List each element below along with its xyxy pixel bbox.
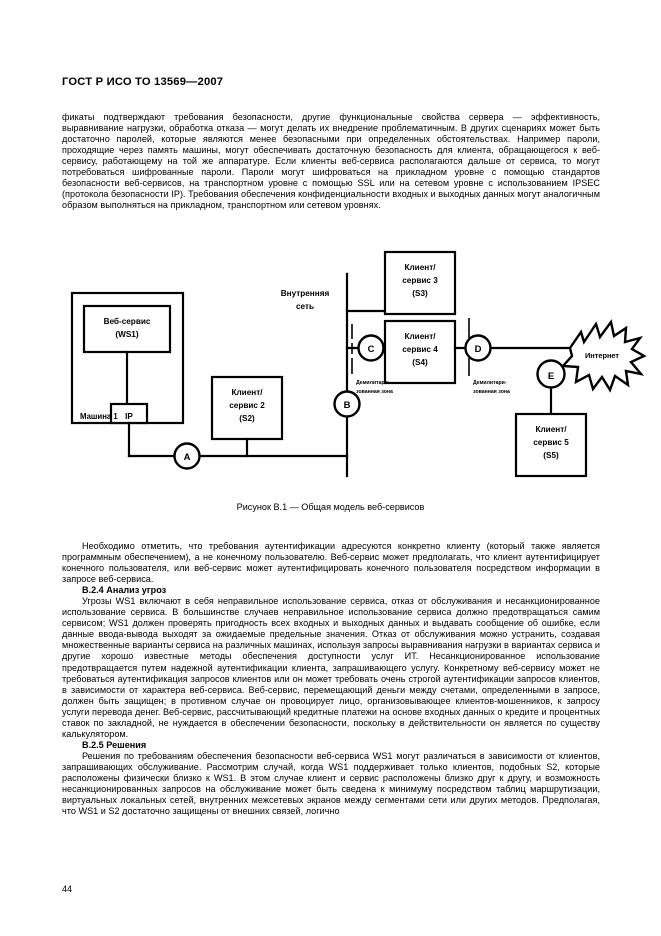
paragraph-solutions: Решения по требованиям обеспечения безоп… <box>62 750 600 817</box>
client3-box <box>383 250 457 316</box>
internal-network-label-line1: Внутренняя <box>281 289 330 298</box>
client3-label-line2: сервис 3 <box>402 276 438 285</box>
dmz-left-label-line1: Демилитари- <box>356 380 390 386</box>
section-heading-b24: В.2.4 Анализ угроз <box>82 585 167 596</box>
figure-web-services-model: Машина 1 IP Веб-сервис (WS1) Клиент/ сер… <box>0 238 661 488</box>
tap-c-circle <box>357 334 385 362</box>
client2-label-line1: Клиент/ <box>231 388 263 397</box>
client5-label-line1: Клиент/ <box>535 425 567 434</box>
tap-e-label: E <box>548 371 554 382</box>
client5-label-line3: (S5) <box>543 451 559 460</box>
internal-network-label-line2: сеть <box>296 302 314 311</box>
internet-label: Интернет <box>585 351 619 360</box>
page-number: 44 <box>62 884 73 894</box>
tap-a-circle <box>173 442 201 470</box>
internet-starburst <box>560 319 647 393</box>
dmz-right-label-line1: Демилитари- <box>473 380 507 386</box>
client2-box <box>210 375 284 441</box>
client5-label-line2: сервис 5 <box>533 438 569 447</box>
client3-label-line1: Клиент/ <box>404 263 436 272</box>
client5-box <box>514 412 588 478</box>
webservice-label-line1: Веб-сервис <box>104 316 151 326</box>
tap-d-label: D <box>475 344 482 355</box>
client2-label-line3: (S2) <box>239 414 255 423</box>
bottom-text-block: Необходимо отметить, что требования ауте… <box>62 541 600 817</box>
client4-label-line3: (S4) <box>412 358 428 367</box>
webservice-label-line2: (WS1) <box>115 330 138 339</box>
client2-label-line2: сервис 2 <box>229 401 265 410</box>
figure-caption: Рисунок В.1 — Общая модель веб-сервисов <box>236 502 425 512</box>
ip-label: IP <box>125 412 133 421</box>
section-heading-b25: В.2.5 Решения <box>82 739 147 750</box>
webservice-box <box>82 304 172 354</box>
tap-e-circle <box>536 359 566 389</box>
tap-b-label: B <box>344 400 351 411</box>
client4-label-line1: Клиент/ <box>404 332 436 341</box>
dmz-left-label-line2: зованная зона <box>356 389 393 395</box>
paragraph-threat-analysis: Угрозы WS1 включают в себя неправильное … <box>62 596 600 739</box>
top-text-block: фикаты подтверждают требования безопасно… <box>62 112 600 211</box>
client4-box <box>383 319 457 385</box>
machine1-label: Машина 1 <box>80 412 118 421</box>
tap-b-circle <box>333 390 361 418</box>
paragraph-continuation: фикаты подтверждают требования безопасно… <box>62 112 600 211</box>
tap-c-label: C <box>368 344 375 355</box>
client4-label-line2: сервис 4 <box>402 345 438 354</box>
document-header: ГОСТ Р ИСО ТО 13569—2007 <box>62 76 224 88</box>
dmz-right-label-line2: зованная зона <box>473 389 510 395</box>
tap-a-label: A <box>184 452 191 463</box>
tap-d-circle <box>464 334 492 362</box>
paragraph-authentication: Необходимо отметить, что требования ауте… <box>62 541 600 585</box>
client3-label-line3: (S3) <box>412 289 428 298</box>
